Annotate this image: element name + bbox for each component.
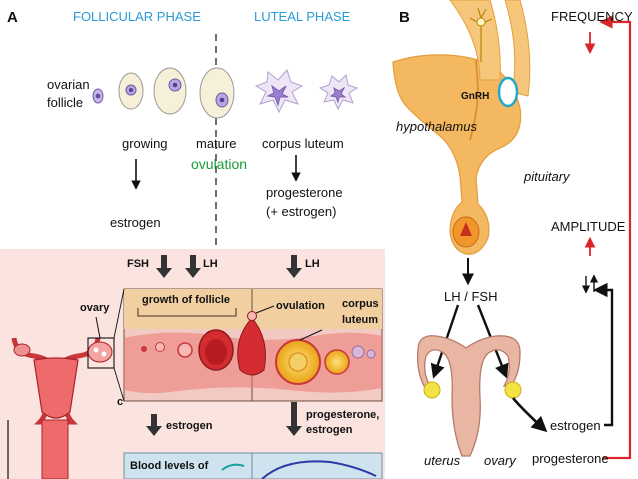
estrogen-feedback-arrow (593, 282, 614, 427)
ovary-zoom-box (87, 337, 115, 369)
progesterone-inset-line2: estrogen (306, 424, 353, 436)
ovary-b-label: ovary (484, 453, 516, 468)
ovarian-follicle-label-line2: follicle (47, 95, 84, 110)
mature-follicle-icon (199, 67, 235, 119)
lh-label-2: LH (305, 258, 320, 270)
amplitude-label: AMPLITUDE (551, 219, 626, 234)
growing-follicle-2-icon (153, 67, 187, 115)
hormone-arrows (156, 255, 302, 278)
inset-follicles (141, 311, 376, 385)
fsh-label: FSH (127, 258, 149, 270)
corpus-luteum-inset-line2: luteum (342, 314, 379, 326)
corpus-luteum-label: corpus luteum (262, 136, 344, 151)
progesterone-label-line2: (+ estrogen) (266, 204, 337, 219)
ovulation-inset-label: ovulation (276, 300, 325, 312)
progesterone-feedback-arrow (599, 15, 632, 460)
inset-down-arrows (146, 402, 302, 436)
uterus-illustration (11, 337, 113, 479)
ovulation-label: ovulation (191, 156, 248, 172)
panel-b-label: B (399, 9, 410, 26)
follicular-phase-heading: FOLLICULAR PHASE (73, 9, 201, 24)
estrogen-inset-label: estrogen (166, 420, 213, 432)
growing-follicle-1-icon (118, 72, 144, 110)
uterus-b-illustration (416, 335, 522, 457)
growing-label: growing (122, 136, 168, 151)
corpus-luteum-2-icon (318, 73, 359, 111)
lh-label-1: LH (203, 258, 218, 270)
ovary-inset-label: ovary (80, 302, 110, 314)
corpus-luteum-inset-line1: corpus (342, 298, 379, 310)
estrogen-b-label: estrogen (550, 418, 601, 433)
hypothalamus-pituitary-illustration (392, 0, 531, 255)
progesterone-inset-line1: progesterone, (306, 409, 380, 421)
c-mark: c (117, 396, 124, 408)
blood-levels-panel (123, 452, 383, 479)
ovarian-follicle-small-icon (92, 88, 104, 104)
ovarian-follicle-label-line1: ovarian (47, 77, 90, 92)
ovary-to-hormones-arrow (512, 397, 548, 433)
progesterone-label-line1: progesterone (266, 185, 343, 200)
frequency-label: FREQUENCY (551, 9, 633, 24)
gnrh-label: GnRH (461, 91, 490, 102)
estrogen-label: estrogen (110, 215, 161, 230)
progesterone-b-label: progesterone (532, 451, 609, 466)
growth-of-follicle-label: growth of follicle (142, 294, 230, 306)
growth-bracket (137, 308, 237, 317)
gnrh-neuron-icon (469, 7, 493, 62)
corpus-luteum-1-icon (254, 69, 304, 114)
hypothalamus-label: hypothalamus (396, 119, 477, 134)
pituitary-label: pituitary (524, 169, 570, 184)
uterus-label: uterus (424, 453, 461, 468)
blood-levels-label: Blood levels of (130, 460, 209, 472)
luteal-phase-heading: LUTEAL PHASE (254, 9, 351, 24)
lh-fsh-label: LH / FSH (444, 289, 498, 304)
panel-a-label: A (7, 9, 18, 26)
mature-label: mature (196, 136, 237, 151)
